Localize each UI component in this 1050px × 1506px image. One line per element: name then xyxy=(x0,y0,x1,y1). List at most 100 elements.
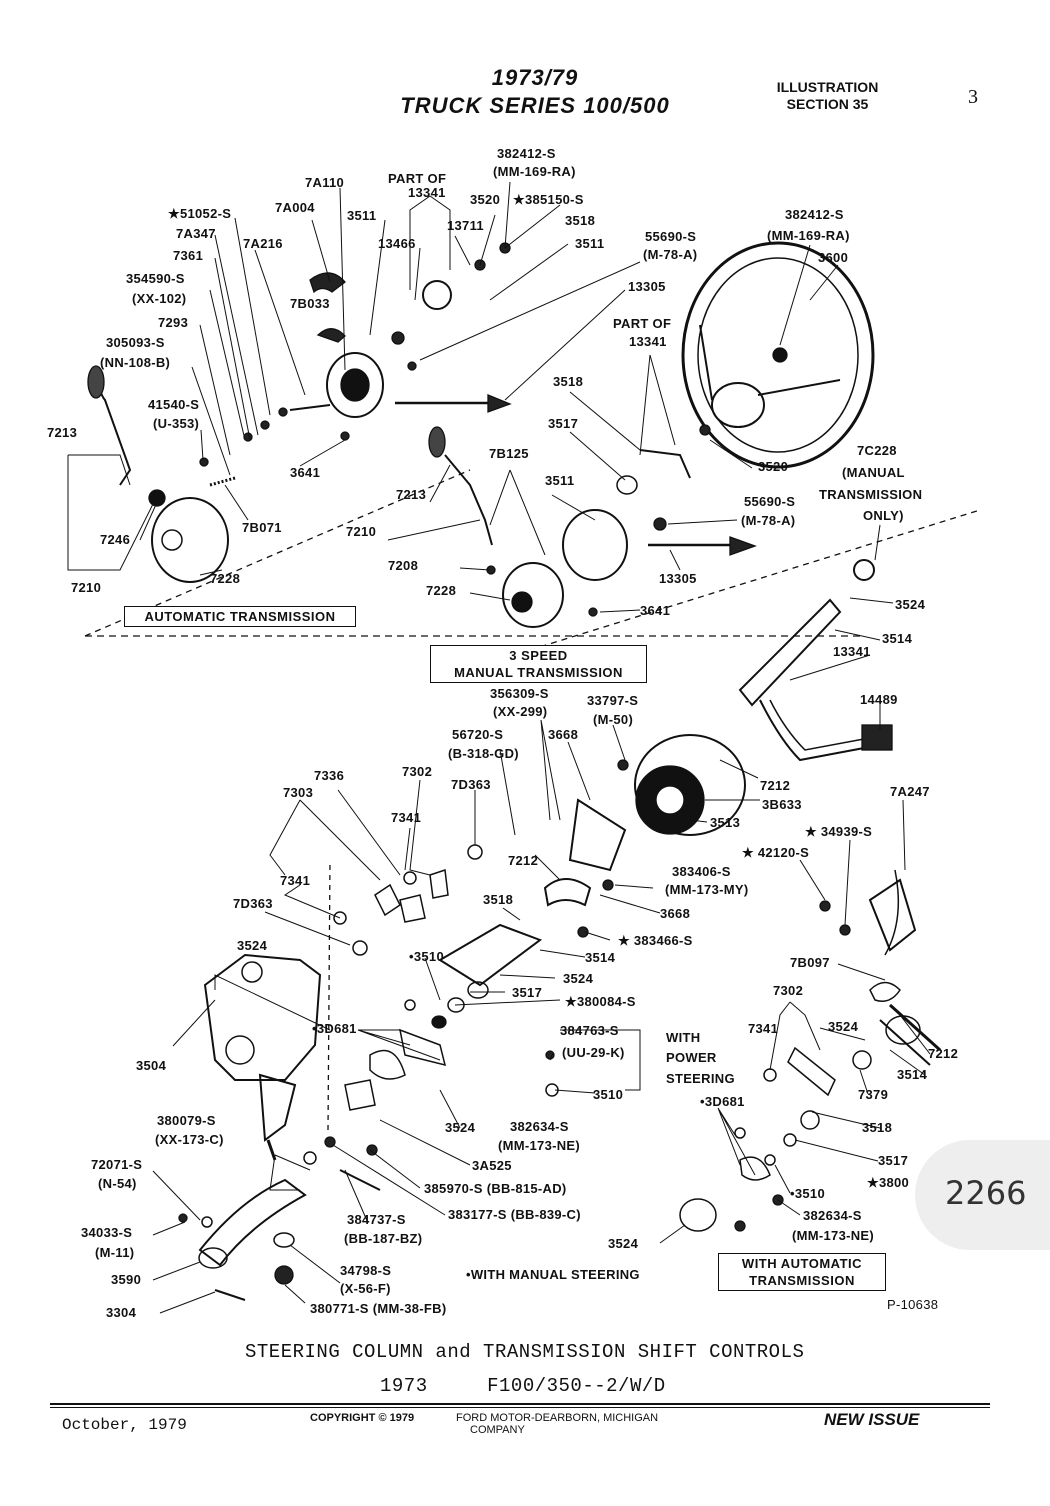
part-label: 3518 xyxy=(565,213,596,228)
part-label: 7208 xyxy=(388,558,419,573)
part-label: 7228 xyxy=(426,583,457,598)
page-number: 3 xyxy=(968,86,978,108)
part-label: (MM-169-RA) xyxy=(493,164,576,179)
part-label: 55690-S xyxy=(645,229,697,244)
part-label: 3524 xyxy=(563,971,594,986)
part-label: ★51052-S xyxy=(168,206,232,221)
part-label: (NN-108-B) xyxy=(100,355,171,370)
part-label: 13341 xyxy=(629,334,667,349)
section-number: SECTION 35 xyxy=(786,96,869,112)
part-label: 7210 xyxy=(71,580,102,595)
part-label: •3D681 xyxy=(312,1021,357,1036)
part-label: 356309-S xyxy=(490,686,549,701)
part-label: 382634-S xyxy=(803,1208,862,1223)
part-label: (MANUAL xyxy=(842,465,905,480)
part-label: PART OF xyxy=(388,171,447,186)
part-label: 3520 xyxy=(470,192,501,207)
part-label: 7212 xyxy=(760,778,791,793)
box-text: WITH AUTOMATIC xyxy=(741,1256,863,1271)
part-label: (MM-169-RA) xyxy=(767,228,850,243)
part-label: 34798-S xyxy=(340,1263,392,1278)
part-label: 3A525 xyxy=(472,1158,512,1173)
box-text: TRANSMISSION xyxy=(749,1273,855,1288)
section-divider-manual xyxy=(529,509,981,651)
drawing-number: P-10638 xyxy=(887,1297,939,1312)
part-label: 384737-S xyxy=(347,1212,406,1227)
part-label: 7B071 xyxy=(242,520,282,535)
part-label: (MM-173-NE) xyxy=(792,1228,875,1243)
part-label: (XX-299) xyxy=(493,704,548,719)
part-label: 380079-S xyxy=(157,1113,216,1128)
part-label: PART OF xyxy=(613,316,672,331)
part-label: •3D681 xyxy=(700,1094,745,1109)
part-label: 33797-S xyxy=(587,693,639,708)
part-label: 56720-S xyxy=(452,727,504,742)
footer-rule xyxy=(50,1403,990,1405)
part-label: 383406-S xyxy=(672,864,731,879)
part-label: 3518 xyxy=(553,374,584,389)
part-label: (BB-187-BZ) xyxy=(344,1231,423,1246)
part-label: (XX-102) xyxy=(132,291,187,306)
part-label: 72071-S xyxy=(91,1157,143,1172)
part-label: 7246 xyxy=(100,532,131,547)
part-label: 7A216 xyxy=(243,236,283,251)
part-label: 7293 xyxy=(158,315,189,330)
part-label: 3600 xyxy=(818,250,849,265)
automatic-transmission-box: AUTOMATIC TRANSMISSION xyxy=(124,606,356,627)
part-label: 7341 xyxy=(748,1021,779,1036)
part-label: (M-50) xyxy=(593,712,634,727)
part-label: 14489 xyxy=(860,692,898,707)
part-label: 7C228 xyxy=(857,443,897,458)
part-label: 7302 xyxy=(402,764,433,779)
part-label: 385970-S (BB-815-AD) xyxy=(424,1181,567,1196)
part-label: (XX-173-C) xyxy=(155,1132,224,1147)
part-label: 3524 xyxy=(828,1019,859,1034)
part-label: 3504 xyxy=(136,1058,167,1073)
part-label: (M-11) xyxy=(95,1245,135,1260)
part-label: 7A247 xyxy=(890,784,930,799)
steering-gear-drawing xyxy=(178,953,322,1301)
part-label: 3518 xyxy=(483,892,514,907)
caption-model: 1973 F100/350--2/W/D xyxy=(380,1375,666,1397)
section-divider-steering xyxy=(327,859,331,1131)
part-label: 7212 xyxy=(508,853,539,868)
part-label: ★3800 xyxy=(867,1175,910,1190)
part-label: 3524 xyxy=(608,1236,639,1251)
manual-shift-lever-drawing xyxy=(428,424,875,628)
part-label: (UU-29-K) xyxy=(562,1045,625,1060)
part-label: 3511 xyxy=(545,473,575,488)
page-count-badge: 2266 xyxy=(915,1140,1050,1250)
auto-linkage-right-drawing xyxy=(679,869,942,1232)
part-label: 55690-S xyxy=(744,494,796,509)
caption-title: STEERING COLUMN and TRANSMISSION SHIFT C… xyxy=(245,1341,805,1363)
part-label: 7A110 xyxy=(305,175,345,190)
part-label: 380771-S (MM-38-FB) xyxy=(310,1301,447,1316)
part-label: 382412-S xyxy=(497,146,556,161)
part-label: 7379 xyxy=(858,1087,889,1102)
part-label: 3668 xyxy=(548,727,579,742)
part-label: 7210 xyxy=(346,524,377,539)
part-label: 3513 xyxy=(710,815,741,830)
leader-lines xyxy=(67,181,931,1314)
part-label: (N-54) xyxy=(98,1176,137,1191)
footer-new-issue: NEW ISSUE xyxy=(824,1410,920,1429)
part-label: (MM-173-MY) xyxy=(665,882,749,897)
part-label: •3510 xyxy=(409,949,444,964)
part-label: 7302 xyxy=(773,983,804,998)
part-label: 305093-S xyxy=(106,335,165,350)
part-label: 3641 xyxy=(290,465,321,480)
part-label: 3524 xyxy=(237,938,268,953)
part-label: 3B633 xyxy=(762,797,802,812)
part-label: 13305 xyxy=(628,279,666,294)
part-label: 7B125 xyxy=(489,446,529,461)
part-label: 3511 xyxy=(347,208,377,223)
part-label: 3517 xyxy=(512,985,543,1000)
box-text: MANUAL TRANSMISSION xyxy=(454,665,623,680)
auto-shift-lever-drawing xyxy=(87,365,229,583)
part-label: 13341 xyxy=(833,644,871,659)
part-label: WITH xyxy=(666,1030,701,1045)
with-automatic-transmission-box: WITH AUTOMATIC TRANSMISSION xyxy=(718,1253,886,1291)
part-label: ★ 34939-S xyxy=(805,824,873,839)
title-truck-series: TRUCK SERIES 100/500 xyxy=(400,93,670,118)
